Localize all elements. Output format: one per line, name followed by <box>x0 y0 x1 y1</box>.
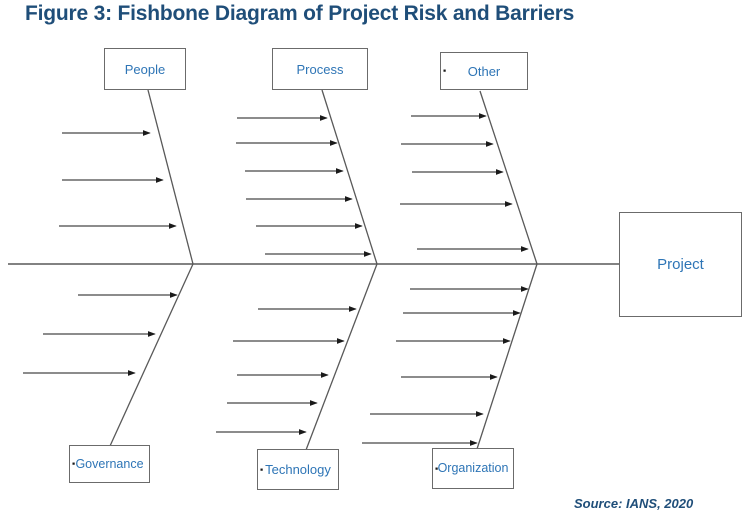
bone-organization <box>476 263 538 450</box>
bullet-icon: ▪ <box>72 458 76 469</box>
category-box-governance: ▪ Governance <box>69 445 150 483</box>
category-box-people: People <box>104 48 186 90</box>
category-label-process: Process <box>296 61 344 77</box>
bone-other <box>479 90 538 265</box>
effect-label-project: Project <box>657 256 704 273</box>
figure-title: Figure 3: Fishbone Diagram of Project Ri… <box>25 2 575 25</box>
bone-people <box>147 89 194 265</box>
category-label-other: Other <box>467 63 501 79</box>
bone-process <box>321 89 378 265</box>
effect-box-project: Project <box>619 212 742 317</box>
category-label-governance: Governance <box>75 456 144 471</box>
category-box-organization: ▪ Organization <box>432 448 514 489</box>
source-note: Source: IANS, 2020 <box>574 496 694 511</box>
bone-technology <box>305 263 378 451</box>
category-label-technology: Technology <box>265 462 331 477</box>
bone-governance <box>109 263 194 447</box>
category-label-organization: Organization <box>437 461 509 476</box>
category-box-process: Process <box>272 48 368 90</box>
category-box-technology: ▪ Technology <box>257 449 339 490</box>
category-label-people: People <box>124 61 166 77</box>
bullet-icon: ▪ <box>443 65 447 76</box>
bullet-icon: ▪ <box>260 464 264 474</box>
category-box-other: ▪ Other <box>440 52 528 90</box>
bullet-icon: ▪ <box>435 463 439 473</box>
